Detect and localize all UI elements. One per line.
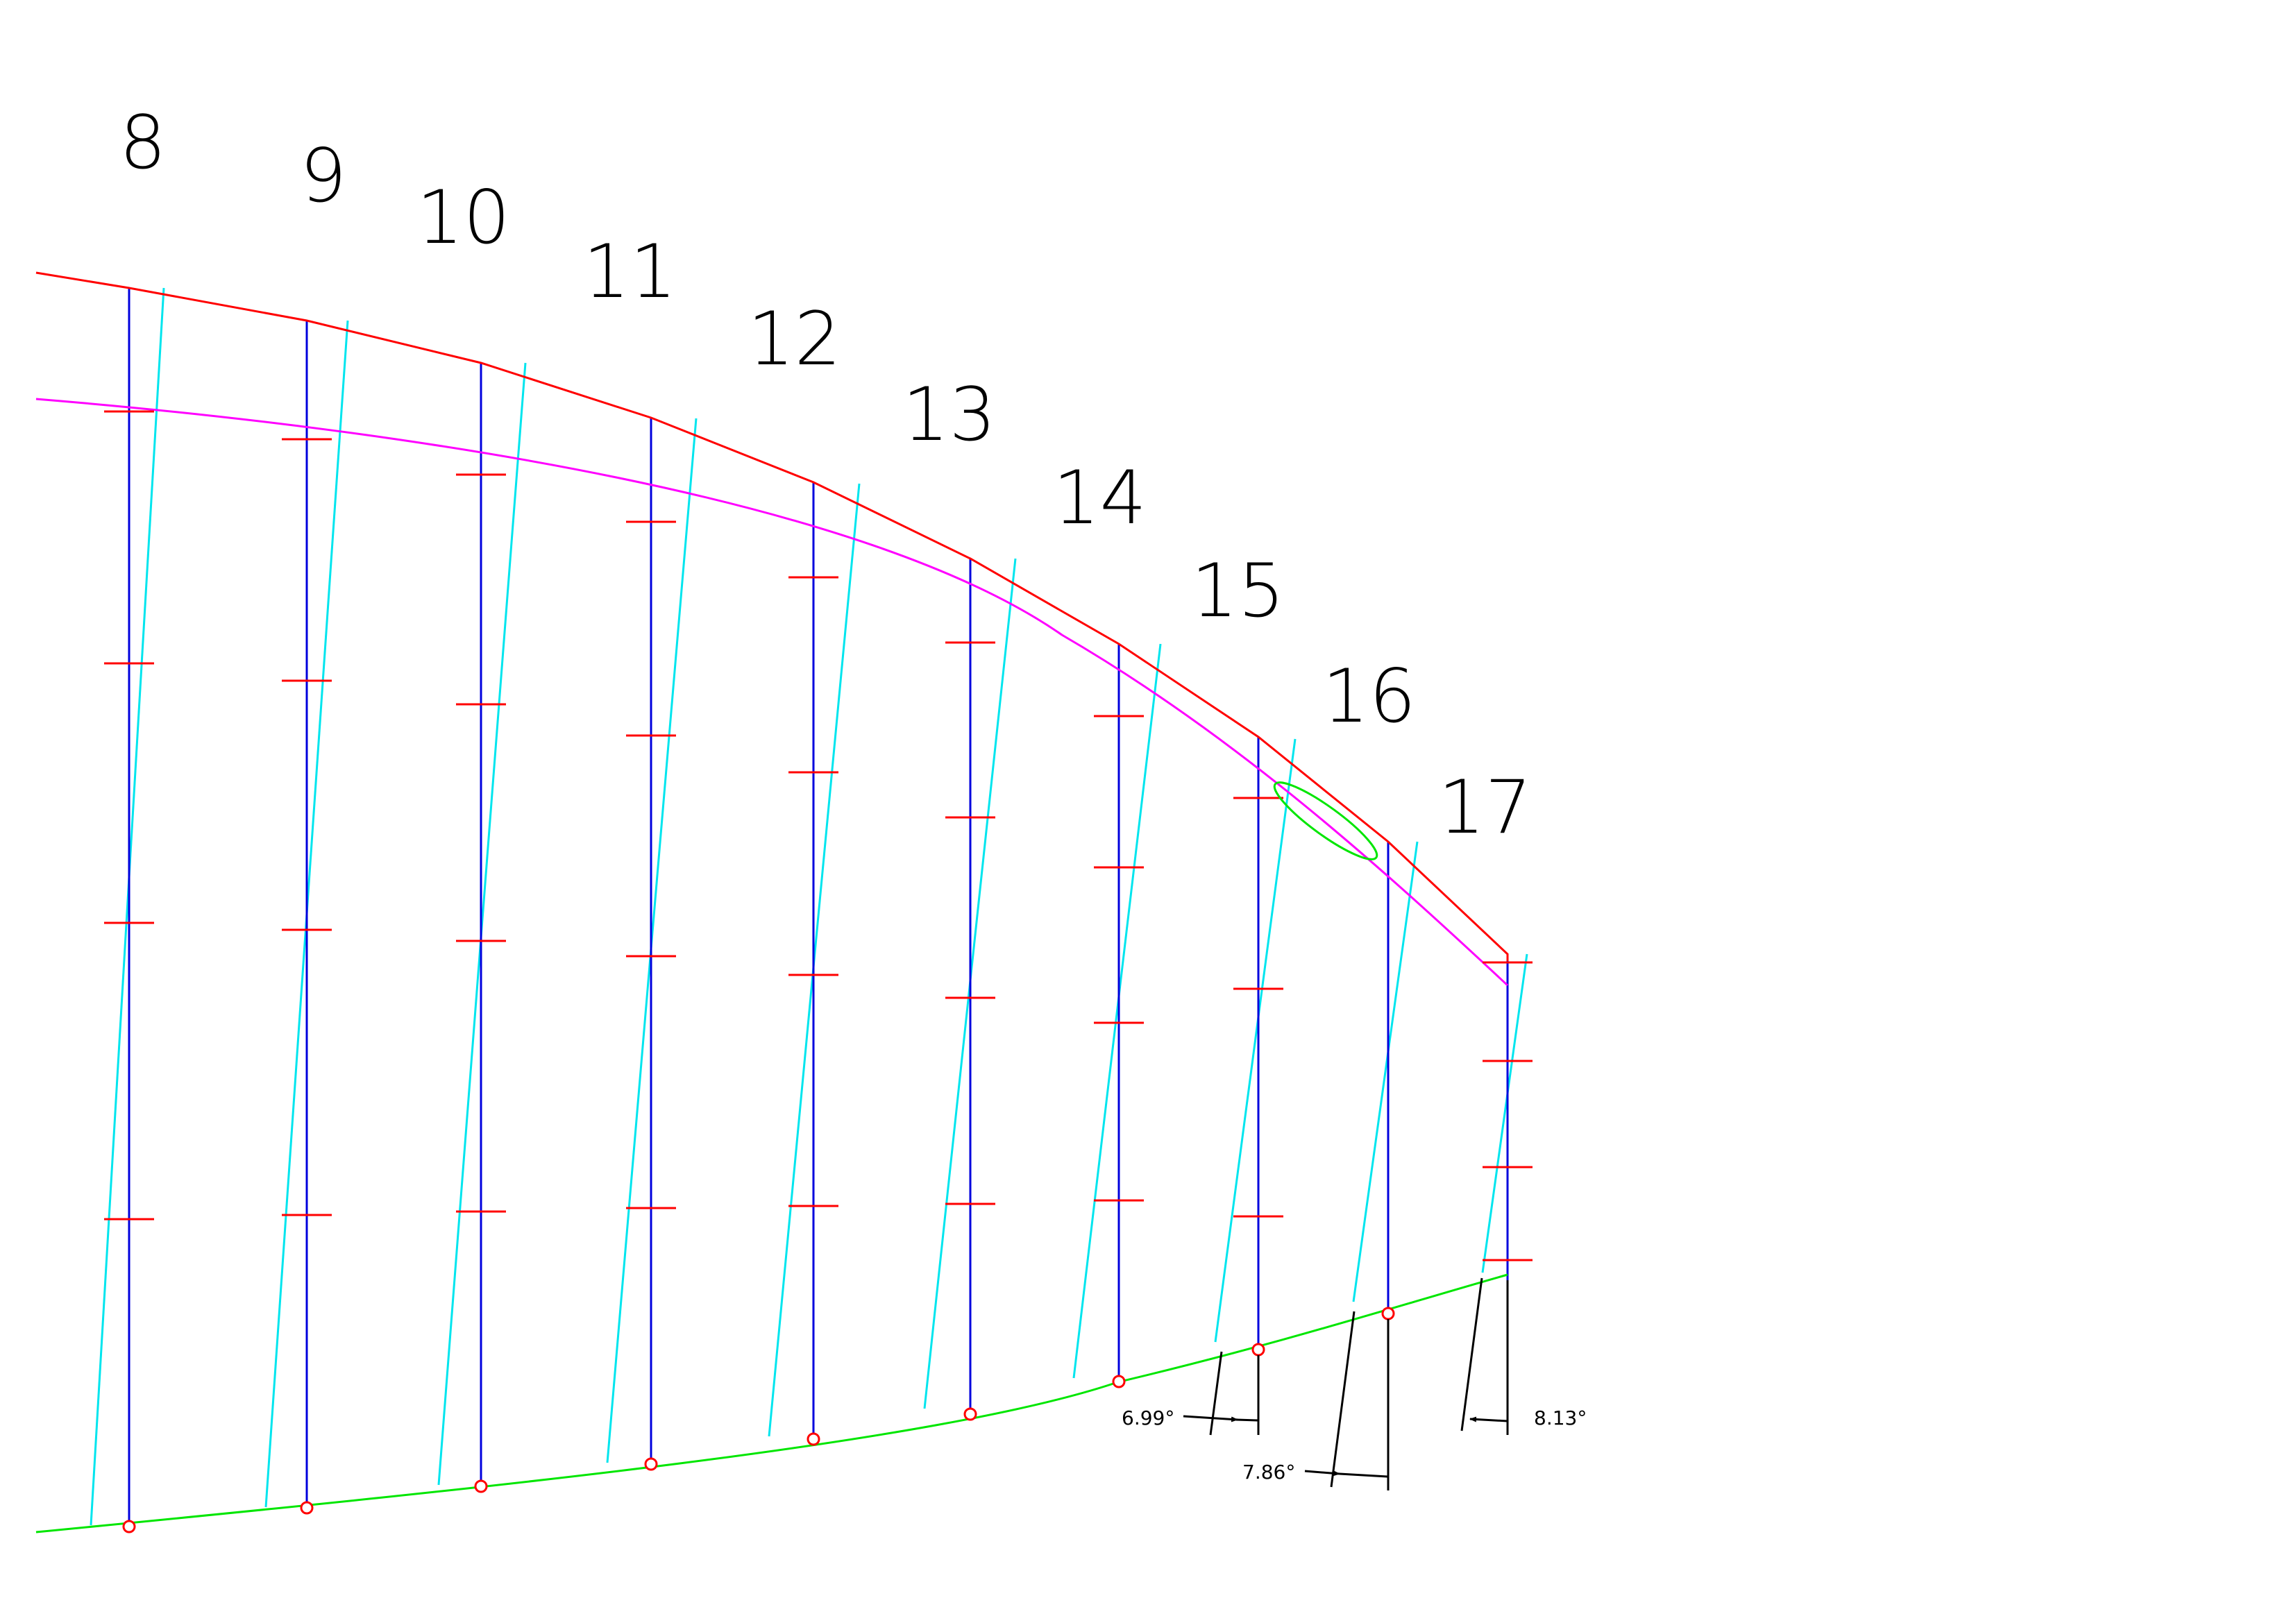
cant-line-14 [1072,643,1162,1379]
dimension-arrow [1469,1416,1508,1422]
node-marker [1112,1375,1126,1388]
sheer-line [35,271,1509,961]
dimension-extension-line [1209,1351,1223,1436]
dimension-extension-line [1460,1277,1483,1431]
tick-marks [104,410,1533,1261]
cant-line-15 [1214,738,1297,1343]
node-marker [1251,1343,1265,1357]
node-marker [963,1407,977,1421]
highlight-ellipse [1273,781,1378,860]
station-label-10: 10 [416,175,510,260]
angle-dimensions [1183,1277,1509,1490]
cant-line-8 [90,287,165,1526]
station-label-11: 11 [583,229,677,314]
station-labels: 8 9 10 11 12 13 14 15 16 17 [119,100,1532,850]
station-label-9: 9 [300,133,346,219]
angle-label: 7.86° [1242,1461,1295,1484]
angle-label: 6.99° [1122,1407,1174,1429]
station-label-8: 8 [119,100,166,185]
cant-line-16 [1352,841,1419,1302]
angle-labels: 6.99° 7.86° 8.13° [1122,1407,1587,1484]
station-lines [128,288,1509,1527]
dimension-arrow [1183,1415,1238,1422]
node-markers [122,1307,1395,1533]
station-label-12: 12 [748,296,841,382]
node-marker [644,1457,658,1471]
dimension-arrow [1304,1470,1340,1477]
cant-line-17 [1481,953,1528,1273]
reference-curve [35,398,1509,987]
node-marker [807,1432,820,1446]
dimension-extension-line [1330,1311,1356,1488]
dimension-arrow [1339,1472,1388,1478]
station-label-13: 13 [902,372,996,457]
keel-line [35,1273,1508,1533]
node-marker [300,1501,314,1515]
station-label-16: 16 [1322,654,1416,739]
node-marker [1381,1307,1395,1320]
node-marker [122,1520,136,1533]
station-label-15: 15 [1191,548,1285,634]
station-label-14: 14 [1053,455,1147,541]
angle-label: 8.13° [1534,1407,1587,1429]
node-marker [474,1479,488,1493]
station-label-17: 17 [1438,765,1532,850]
